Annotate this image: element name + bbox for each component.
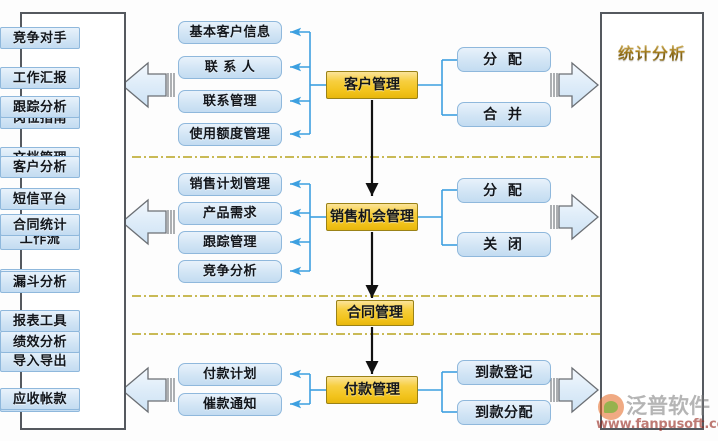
sidebar-item-competitor[interactable]: 竞争对手 — [0, 27, 80, 49]
connector-opportunity-right — [418, 189, 457, 246]
block-arrow-left-2 — [120, 198, 175, 246]
node-contact-management[interactable]: 联系管理 — [178, 90, 282, 113]
node-opportunity-close[interactable]: 关 闭 — [457, 232, 551, 257]
node-tracking-mgmt[interactable]: 跟踪管理 — [178, 231, 282, 254]
block-arrow-right-1 — [550, 61, 600, 109]
node-credit-limit-mgmt[interactable]: 使用额度管理 — [178, 123, 282, 146]
node-receipt-registration[interactable]: 到款登记 — [457, 360, 551, 385]
node-competitive-analysis[interactable]: 竞争分析 — [178, 260, 282, 283]
analysis-item-customer[interactable]: 客户分析 — [0, 156, 80, 178]
sidebar-item-import-export[interactable]: 导入导出 — [0, 350, 80, 372]
node-opportunity-assign[interactable]: 分 配 — [457, 178, 551, 203]
analysis-panel-title: 统计分析 — [606, 40, 698, 64]
node-dunning-notice[interactable]: 催款通知 — [178, 393, 282, 416]
node-product-requirement[interactable]: 产品需求 — [178, 202, 282, 225]
node-contact-person[interactable]: 联 系 人 — [178, 56, 282, 79]
sidebar-item-work-report[interactable]: 工作汇报 — [0, 67, 80, 89]
hub-contract-management[interactable]: 合同管理 — [336, 300, 414, 326]
analysis-item-contract[interactable]: 合同统计 — [0, 214, 80, 236]
analysis-item-receivable[interactable]: 应收帐款 — [0, 388, 80, 410]
node-basic-customer-info[interactable]: 基本客户信息 — [178, 21, 282, 44]
node-receipt-allocation[interactable]: 到款分配 — [457, 400, 551, 425]
hub-payment-management[interactable]: 付款管理 — [326, 376, 418, 404]
hub-customer-management[interactable]: 客户管理 — [326, 71, 418, 99]
connector-payment-right — [418, 371, 457, 413]
connector-payment-left — [290, 369, 326, 409]
connector-opportunity-left — [290, 179, 326, 276]
node-customer-assign[interactable]: 分 配 — [457, 47, 551, 72]
hub-sales-opportunity-management[interactable]: 销售机会管理 — [326, 203, 418, 231]
sidebar-item-sms-platform[interactable]: 短信平台 — [0, 188, 80, 210]
node-sales-plan-mgmt[interactable]: 销售计划管理 — [178, 173, 282, 196]
sidebar-item-report-tools[interactable]: 报表工具 — [0, 310, 80, 332]
right-analysis-panel — [600, 12, 704, 430]
analysis-item-funnel[interactable]: 漏斗分析 — [0, 271, 80, 293]
block-arrow-right-2 — [550, 193, 600, 241]
block-arrow-left-1 — [120, 61, 175, 109]
block-arrow-right-3 — [550, 366, 600, 414]
analysis-item-tracking[interactable]: 跟踪分析 — [0, 96, 80, 118]
connector-customer-right — [418, 59, 457, 116]
block-arrow-left-3 — [120, 366, 175, 414]
node-payment-plan[interactable]: 付款计划 — [178, 363, 282, 386]
node-customer-merge[interactable]: 合 并 — [457, 102, 551, 127]
connector-customer-left — [290, 27, 326, 139]
analysis-item-performance[interactable]: 绩效分析 — [0, 331, 80, 353]
